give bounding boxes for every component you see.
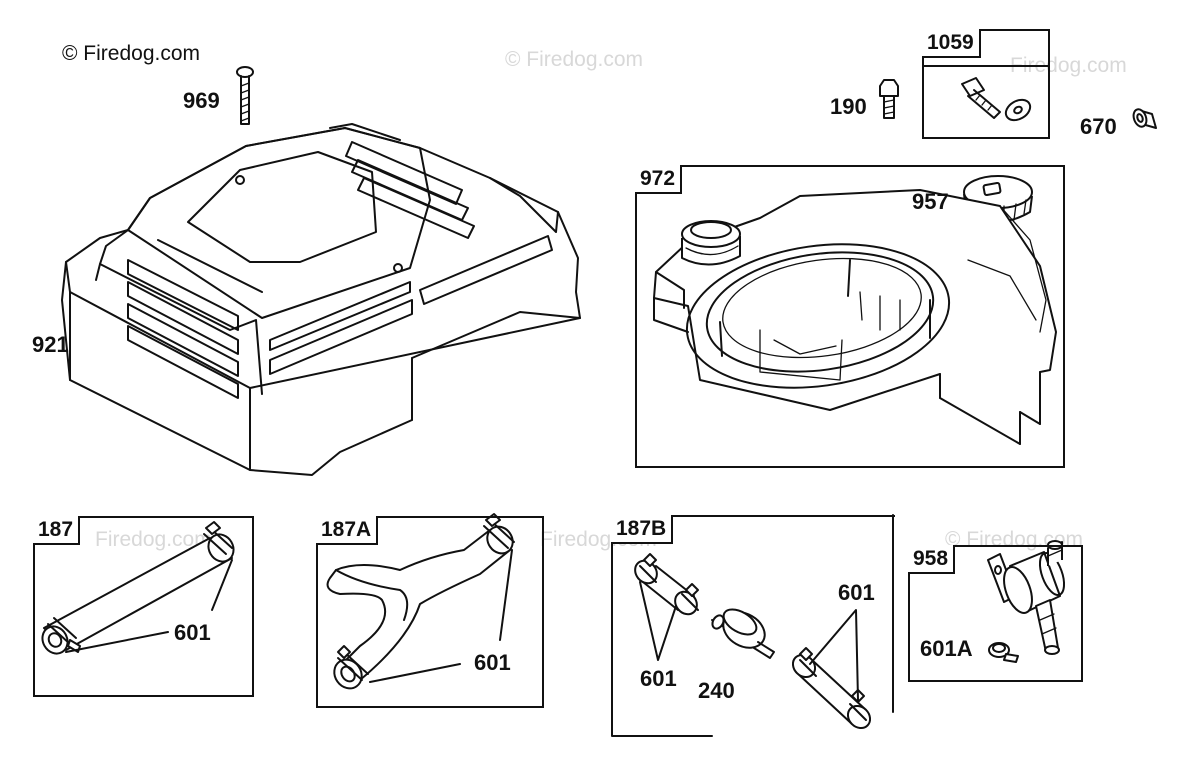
callout-601-187b-left: 601 <box>640 666 677 691</box>
callout-601-187a: 601 <box>474 650 511 675</box>
box-label-972: 972 <box>635 165 683 194</box>
box-187 <box>33 516 254 697</box>
box-label-958: 958 <box>908 545 956 574</box>
callout-240: 240 <box>698 678 735 703</box>
box-1059 <box>922 29 1050 139</box>
shutoff-valve-958 <box>988 541 1069 662</box>
box-187b <box>611 515 895 736</box>
box-1059-divider <box>922 65 1048 67</box>
blower-housing-921 <box>62 124 580 475</box>
screw-969 <box>237 67 253 124</box>
box-972 <box>635 165 1065 468</box>
copyright-text: © Firedog.com <box>62 42 201 65</box>
callout-190: 190 <box>830 94 867 119</box>
watermark-187: Firedog.com <box>95 528 212 551</box>
watermark-1059: Firedog.com <box>1010 54 1127 77</box>
bushing-670 <box>1131 107 1156 128</box>
box-187a <box>316 516 544 708</box>
box-958 <box>908 545 1083 682</box>
hose-187 <box>38 522 239 658</box>
callout-921: 921 <box>32 332 69 357</box>
box-label-187a: 187A <box>316 516 379 545</box>
callout-601a: 601A <box>920 636 973 661</box>
callout-670: 670 <box>1080 114 1117 139</box>
bolt-washer-1059 <box>962 78 1034 124</box>
box-label-187b: 187B <box>611 515 674 544</box>
box-label-187: 187 <box>33 516 81 545</box>
fuel-tank-972 <box>654 190 1056 444</box>
callout-969: 969 <box>183 88 220 113</box>
box-label-1059: 1059 <box>922 29 981 58</box>
callout-957: 957 <box>912 189 949 214</box>
callout-601-187b-right: 601 <box>838 580 875 605</box>
hose-filter-187B <box>631 554 875 733</box>
watermark-top: © Firedog.com <box>505 48 644 71</box>
callout-601-187: 601 <box>174 620 211 645</box>
bolt-190 <box>880 80 898 118</box>
